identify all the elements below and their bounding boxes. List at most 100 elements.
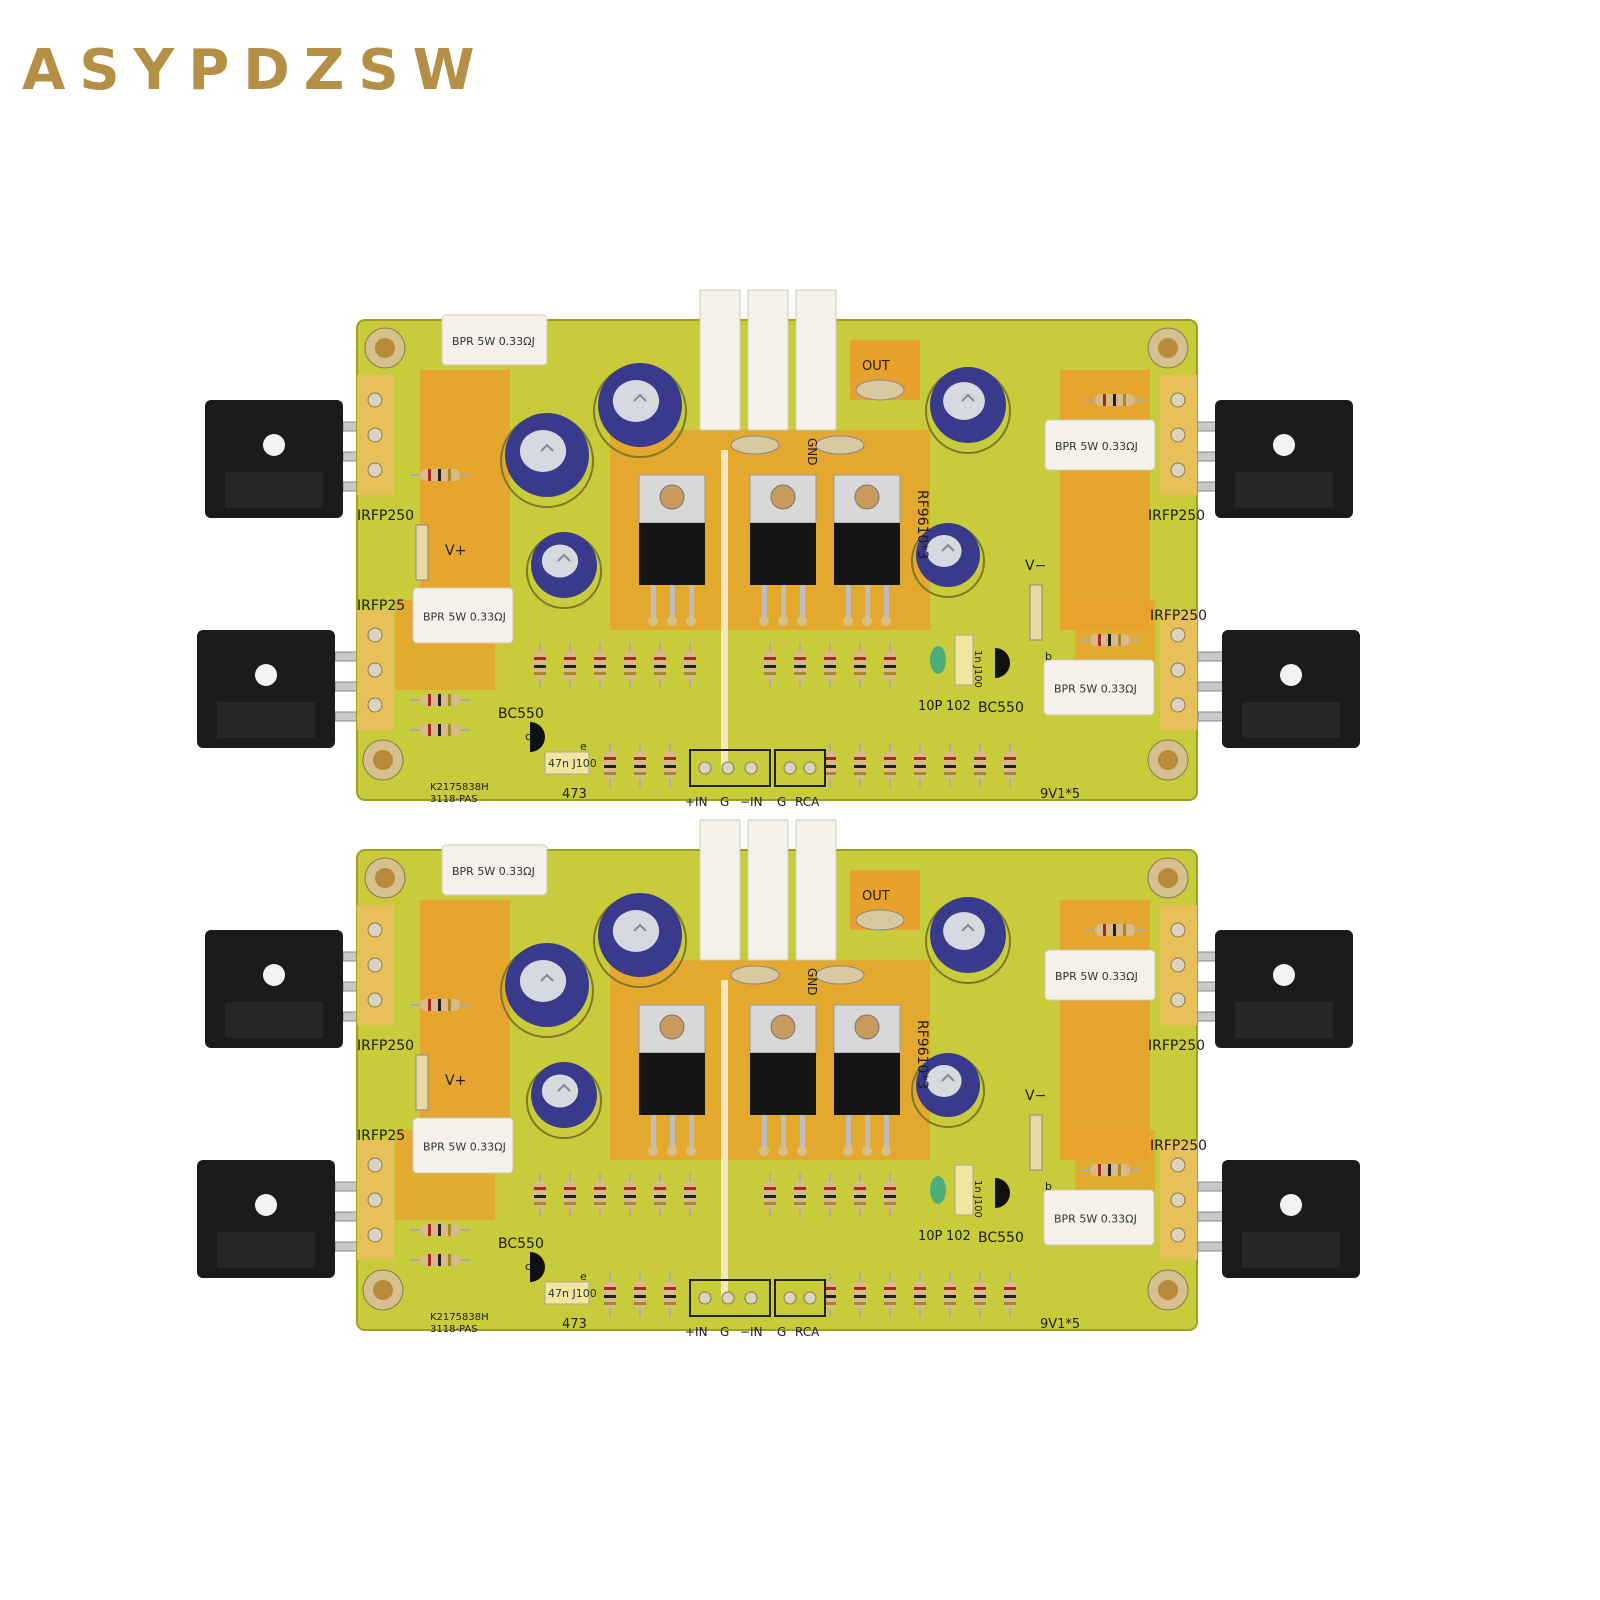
to220-screw	[854, 484, 880, 510]
resistor-band	[634, 1295, 646, 1298]
resistor-band	[664, 765, 676, 768]
resistor-band	[604, 1287, 616, 1290]
gnd-terminal	[730, 435, 780, 455]
copper-pour	[1060, 900, 1150, 1160]
resistor-band	[764, 1202, 776, 1205]
resistor-band	[624, 1202, 636, 1205]
to220-screw	[854, 1014, 880, 1040]
resistor	[854, 743, 866, 787]
resistor-band	[884, 1287, 896, 1290]
resistor-band	[428, 999, 431, 1011]
solder-pad	[367, 627, 383, 643]
resistor	[534, 1173, 546, 1217]
solder-pad	[367, 1192, 383, 1208]
silk-irfp-tl: IRFP250	[357, 508, 414, 524]
solder-pad	[797, 1146, 807, 1156]
mosfet-irf9610	[749, 1004, 817, 1156]
resistor	[824, 743, 836, 787]
silk-vplus: V+	[445, 1073, 466, 1089]
solder-pad	[1170, 427, 1186, 443]
resistor-band	[824, 1202, 836, 1205]
resistor-band	[448, 999, 451, 1011]
mounting-screw	[362, 739, 404, 781]
silk-code2: 3118-PAS	[430, 794, 478, 805]
power-resistor-label: BPR 5W 0.33ΩJ	[1054, 683, 1137, 696]
to220-body	[750, 1053, 816, 1115]
resistor-band	[854, 1202, 866, 1205]
film-cap-47n	[544, 751, 590, 775]
power-resistor-body	[1043, 659, 1155, 716]
resistor-band	[1004, 1295, 1016, 1298]
electrolytic-capacitor	[593, 893, 687, 988]
power-resistor-body	[1044, 419, 1156, 471]
resistor-band	[854, 772, 866, 775]
resistor	[604, 743, 616, 787]
resistor	[854, 643, 866, 687]
resistor-band	[1004, 757, 1016, 760]
electrolytic-capacitor	[593, 363, 687, 458]
silk-b: b	[1045, 1180, 1052, 1193]
resistor	[654, 643, 666, 687]
input-connector	[689, 749, 771, 787]
resistor-band	[664, 757, 676, 760]
resistor-band	[824, 665, 836, 668]
resistor-band	[448, 694, 451, 706]
resistor	[794, 643, 806, 687]
resistor-band	[824, 765, 836, 768]
silk-vplus: V+	[445, 543, 466, 559]
mosfet-mount-hole	[263, 964, 285, 986]
resistor-band	[854, 1187, 866, 1190]
solder-pad	[1170, 1227, 1186, 1243]
silk-code2: 3118-PAS	[430, 1324, 478, 1335]
capacitor-top	[541, 1074, 579, 1108]
resistor-band	[604, 757, 616, 760]
resistor	[1080, 634, 1140, 646]
mosfet-die	[1242, 702, 1340, 738]
solder-pad	[803, 761, 817, 775]
resistor-band	[884, 1187, 896, 1190]
screw-head	[373, 1280, 393, 1300]
solder-pad	[862, 616, 872, 626]
capacitor-vent	[961, 923, 975, 932]
resistor	[854, 1173, 866, 1217]
screw-head	[375, 338, 395, 358]
mosfet-irfp250	[205, 930, 370, 1048]
mosfet-irfp250	[1197, 1160, 1360, 1278]
resistor-band	[974, 757, 986, 760]
resistor-band	[634, 757, 646, 760]
silk-g1: G	[720, 1325, 729, 1339]
capacitor-vent	[941, 543, 955, 552]
to220-lead	[689, 585, 694, 617]
resistor	[410, 724, 470, 736]
resistor	[654, 1173, 666, 1217]
silk-zener: 9V1*5	[1040, 1317, 1080, 1332]
silk-in-minus: −IN	[740, 795, 763, 809]
resistor	[684, 1173, 696, 1217]
resistor	[410, 469, 470, 481]
copper-pour	[420, 900, 510, 1160]
resistor-band	[854, 1295, 866, 1298]
vminus-terminal	[1029, 1114, 1043, 1171]
resistor-band	[438, 1254, 441, 1266]
capacitor-top	[541, 544, 579, 578]
mounting-screw	[1147, 739, 1189, 781]
silk-in-plus: +IN	[685, 1325, 708, 1339]
resistor-band	[438, 724, 441, 736]
resistor-band	[1118, 634, 1121, 646]
to220-lead	[865, 1115, 870, 1147]
resistor-band	[664, 1302, 676, 1305]
resistor-band	[854, 657, 866, 660]
silk-code: K2175838H	[430, 1312, 489, 1323]
solder-pad	[667, 616, 677, 626]
resistor-band	[634, 1302, 646, 1305]
power-resistor-5w: BPR 5W 0.33ΩJ	[1043, 1189, 1155, 1246]
resistor	[884, 1173, 896, 1217]
mosfet-mount-hole	[1273, 964, 1295, 986]
resistor	[824, 1273, 836, 1317]
to220-screw	[770, 484, 796, 510]
mosfet-mount-hole	[1280, 1194, 1302, 1216]
to220-body	[639, 523, 705, 585]
resistor-band	[624, 665, 636, 668]
mosfet-lead	[1197, 711, 1225, 722]
